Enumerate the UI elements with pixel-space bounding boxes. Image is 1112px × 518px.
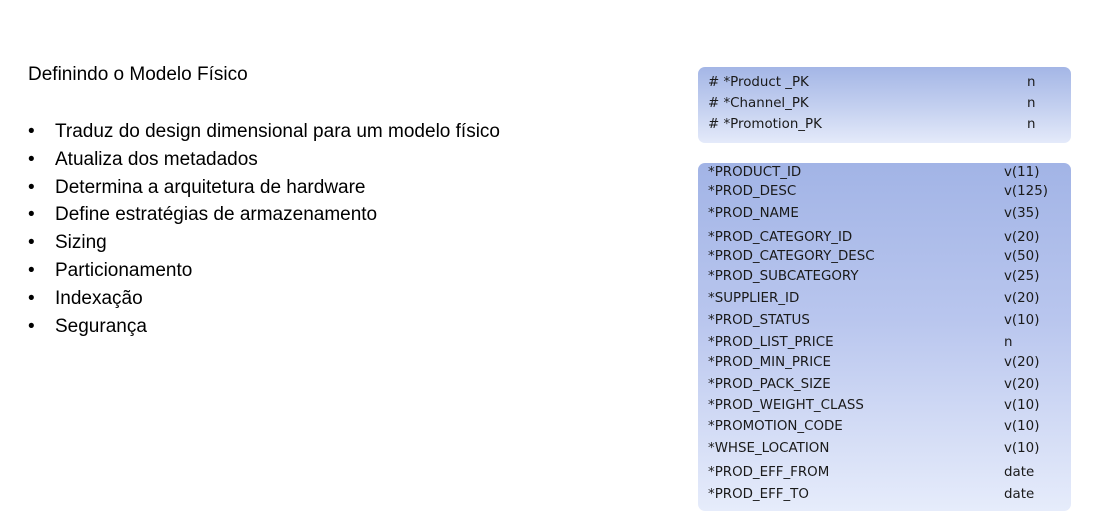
bullet-text: Indexação: [55, 287, 143, 309]
key-type: n: [1027, 117, 1036, 132]
column-type: v(20): [1004, 291, 1040, 306]
column-row: *WHSE_LOCATION v(10): [698, 439, 1071, 458]
column-row: *PROD_CATEGORY_DESC v(50): [698, 247, 1071, 266]
column-row: *PROD_EFF_TO date: [698, 485, 1071, 504]
column-row: *PROMOTION_CODE v(10): [698, 417, 1071, 436]
key-row: # *Channel_PK n: [698, 94, 1071, 113]
column-type: v(20): [1004, 355, 1040, 370]
key-row: # *Product _PK n: [698, 73, 1071, 92]
bullet-item: • Traduz do design dimensional para um mo…: [28, 120, 500, 148]
bullet-dot: •: [28, 176, 35, 198]
column-row: *PROD_WEIGHT_CLASS v(10): [698, 396, 1071, 415]
bullet-item: • Particionamento: [28, 259, 500, 287]
bullet-dot: •: [28, 315, 35, 337]
column-type: v(25): [1004, 269, 1040, 284]
column-name: *SUPPLIER_ID: [708, 291, 800, 306]
column-row: *PROD_NAME v(35): [698, 204, 1071, 223]
bullet-item: • Segurança: [28, 315, 500, 343]
column-type: date: [1004, 465, 1035, 480]
slide-title: Definindo o Modelo Físico: [28, 64, 248, 85]
column-type: v(125): [1004, 184, 1048, 199]
column-type: v(50): [1004, 249, 1040, 264]
bullet-dot: •: [28, 232, 35, 254]
column-name: *PROD_DESC: [708, 184, 797, 199]
key-name: # *Promotion_PK: [708, 117, 822, 132]
column-name: *PROD_STATUS: [708, 313, 810, 328]
column-row: *PRODUCT_ID v(11): [698, 163, 1071, 182]
bullet-item: • Determina a arquitetura de hardware: [28, 176, 500, 204]
bullet-list: • Traduz do design dimensional para um mo…: [28, 120, 500, 342]
column-type: date: [1004, 487, 1035, 502]
columns-box: *PRODUCT_ID v(11) *PROD_DESC v(125) *PROD_…: [698, 163, 1071, 511]
column-name: *PROD_NAME: [708, 206, 799, 221]
column-type: n: [1004, 335, 1013, 350]
column-type: v(35): [1004, 206, 1040, 221]
column-row: *PROD_CATEGORY_ID v(20): [698, 228, 1071, 247]
column-row: *PROD_SUBCATEGORY v(25): [698, 267, 1071, 286]
column-row: *PROD_DESC v(125): [698, 182, 1071, 201]
column-row: *SUPPLIER_ID v(20): [698, 289, 1071, 308]
bullet-dot: •: [28, 148, 35, 170]
bullet-text: Particionamento: [55, 259, 193, 281]
column-name: *PROD_EFF_FROM: [708, 465, 830, 480]
column-name: *PROD_SUBCATEGORY: [708, 269, 859, 284]
column-type: v(10): [1004, 441, 1040, 456]
column-name: *PROD_MIN_PRICE: [708, 355, 831, 370]
key-name: # *Channel_PK: [708, 96, 809, 111]
bullet-item: • Atualiza dos metadados: [28, 148, 500, 176]
column-name: *PROMOTION_CODE: [708, 419, 843, 434]
bullet-text: Determina a arquitetura de hardware: [55, 176, 366, 198]
column-row: *PROD_MIN_PRICE v(20): [698, 353, 1071, 372]
column-row: *PROD_LIST_PRICE n: [698, 333, 1071, 352]
bullet-item: • Sizing: [28, 231, 500, 259]
column-name: *PROD_LIST_PRICE: [708, 335, 834, 350]
bullet-text: Sizing: [55, 232, 107, 254]
column-name: *PROD_EFF_TO: [708, 487, 809, 502]
column-type: v(10): [1004, 398, 1040, 413]
column-type: v(20): [1004, 230, 1040, 245]
bullet-dot: •: [28, 287, 35, 309]
bullet-dot: •: [28, 204, 35, 226]
column-name: *PROD_CATEGORY_ID: [708, 230, 853, 245]
column-type: v(11): [1004, 165, 1040, 180]
bullet-text: Atualiza dos metadados: [55, 148, 258, 170]
bullet-text: Segurança: [55, 315, 147, 337]
column-name: *WHSE_LOCATION: [708, 441, 830, 456]
column-row: *PROD_PACK_SIZE v(20): [698, 375, 1071, 394]
key-type: n: [1027, 96, 1036, 111]
column-type: v(10): [1004, 419, 1040, 434]
column-name: *PROD_CATEGORY_DESC: [708, 249, 875, 264]
column-type: v(20): [1004, 377, 1040, 392]
column-name: *PRODUCT_ID: [708, 165, 802, 180]
column-row: *PROD_EFF_FROM date: [698, 463, 1071, 482]
column-row: *PROD_STATUS v(10): [698, 311, 1071, 330]
column-type: v(10): [1004, 313, 1040, 328]
bullet-dot: •: [28, 259, 35, 281]
key-type: n: [1027, 75, 1036, 90]
bullet-dot: •: [28, 121, 35, 142]
bullet-text: Traduz do design dimensional para um mod…: [55, 121, 500, 142]
bullet-item: • Define estratégias de armazenamento: [28, 203, 500, 231]
column-name: *PROD_WEIGHT_CLASS: [708, 398, 864, 413]
column-name: *PROD_PACK_SIZE: [708, 377, 831, 392]
bullet-text: Define estratégias de armazenamento: [55, 204, 378, 226]
key-row: # *Promotion_PK n: [698, 115, 1071, 134]
key-name: # *Product _PK: [708, 75, 809, 90]
bullet-item: • Indexação: [28, 287, 500, 315]
